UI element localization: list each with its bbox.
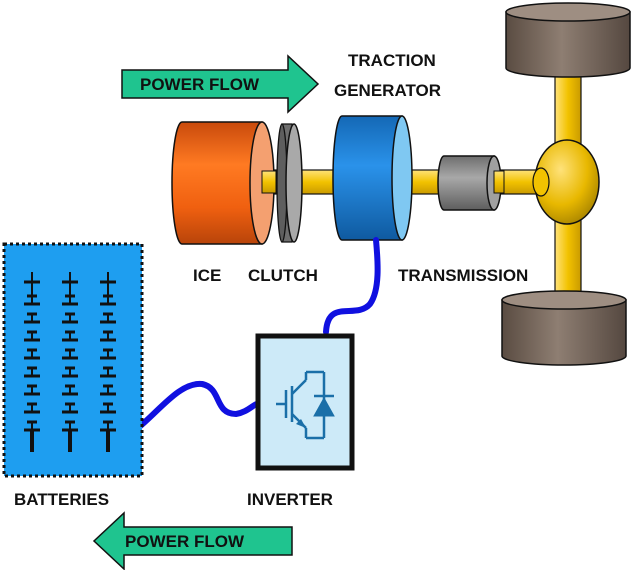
traction-generator-label-line2: GENERATOR (334, 81, 441, 100)
traction-generator (332, 115, 413, 241)
power-flow-bottom-label: POWER FLOW (125, 532, 245, 551)
ice-engine (171, 121, 277, 245)
batteries-label: BATTERIES (14, 490, 109, 509)
clutch-label: CLUTCH (248, 266, 318, 285)
inverter-diode (313, 396, 335, 417)
clutch (276, 123, 303, 243)
battery-pack (2, 242, 144, 478)
inverter (255, 333, 355, 471)
transmission-label: TRANSMISSION (398, 266, 528, 285)
power-flow-arrow-bottom: POWER FLOW (92, 511, 293, 570)
ice-label: ICE (193, 266, 221, 285)
transmission (437, 155, 505, 211)
shaft-clutch-generator (295, 169, 339, 195)
inverter-label: INVERTER (247, 490, 333, 509)
cable-battery-inverter (135, 380, 265, 431)
cable-generator-inverter (323, 237, 381, 335)
battery-cell-icon (24, 272, 116, 452)
power-flow-top-label: POWER FLOW (140, 75, 260, 94)
traction-generator-label-line1: TRACTION (348, 51, 436, 70)
wheel-bottom (501, 290, 627, 366)
inverter-emitter-arrow (296, 419, 306, 428)
wheel-top (505, 2, 631, 78)
power-flow-arrow-top: POWER FLOW (121, 54, 320, 114)
